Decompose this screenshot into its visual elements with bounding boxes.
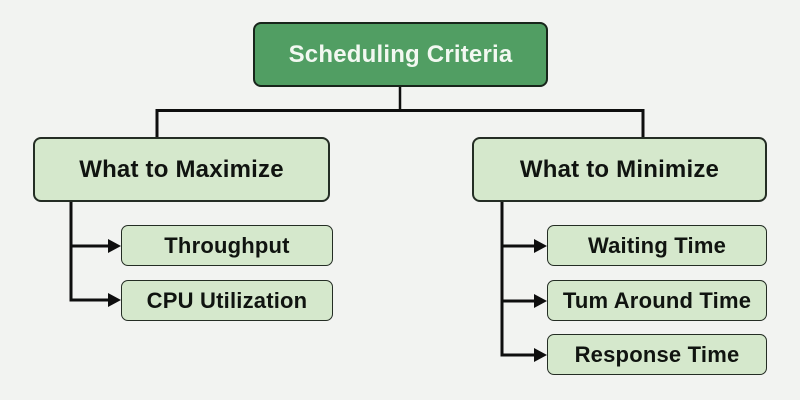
node-what-to-maximize: What to Maximize xyxy=(33,137,330,202)
arrowhead-response-time xyxy=(534,348,547,362)
node-waiting-time: Waiting Time xyxy=(547,225,767,266)
node-throughput: Throughput xyxy=(121,225,333,266)
node-response-time-label: Response Time xyxy=(574,341,740,367)
node-scheduling-criteria: Scheduling Criteria xyxy=(253,22,548,87)
node-what-to-minimize-label: What to Minimize xyxy=(519,155,720,183)
node-turn-around-time-label: Tum Around Time xyxy=(562,287,752,313)
arrowhead-turn-around-time xyxy=(534,294,547,308)
arrowhead-waiting-time xyxy=(534,239,547,253)
node-scheduling-criteria-label: Scheduling Criteria xyxy=(288,40,513,68)
node-what-to-maximize-label: What to Maximize xyxy=(79,155,284,183)
node-response-time: Response Time xyxy=(547,334,767,375)
arrowhead-cpu-utilization xyxy=(108,293,121,307)
arrowhead-throughput xyxy=(108,239,121,253)
node-cpu-utilization-label: CPU Utilization xyxy=(146,287,308,313)
node-waiting-time-label: Waiting Time xyxy=(587,232,727,258)
node-turn-around-time: Tum Around Time xyxy=(547,280,767,321)
node-cpu-utilization: CPU Utilization xyxy=(121,280,333,321)
node-throughput-label: Throughput xyxy=(164,232,290,258)
node-what-to-minimize: What to Minimize xyxy=(472,137,767,202)
